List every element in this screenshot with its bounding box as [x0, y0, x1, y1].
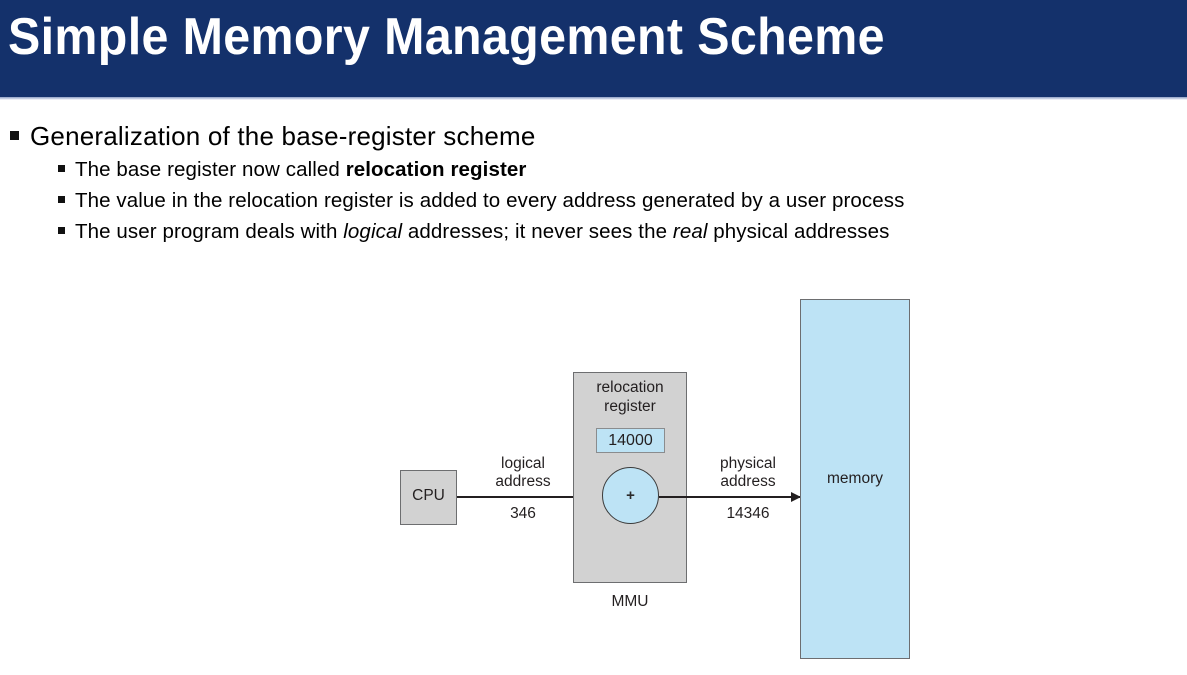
- square-bullet-icon: [58, 227, 65, 234]
- list-item: Generalization of the base-register sche…: [0, 118, 1187, 154]
- square-bullet-icon: [58, 165, 65, 172]
- memory-box: [800, 299, 910, 659]
- mmu-caption: MMU: [611, 593, 649, 610]
- physical-address-line: [659, 496, 804, 498]
- bullet-text: Generalization of the base-register sche…: [30, 121, 536, 151]
- square-bullet-icon: [10, 131, 19, 140]
- cpu-box: [400, 470, 457, 525]
- slide-title: Simple Memory Management Scheme: [8, 8, 885, 66]
- relocation-register-value: 14000: [596, 428, 665, 453]
- logical-address-value: 346: [510, 505, 536, 522]
- logical-address-line: [457, 496, 605, 498]
- title-underline-rule: [0, 97, 1187, 100]
- physical-address-value: 14346: [726, 505, 770, 522]
- list-item: The user program deals with logical addr…: [0, 216, 1187, 247]
- square-bullet-icon: [58, 196, 65, 203]
- list-item: The value in the relocation register is …: [0, 185, 1187, 216]
- bullet-list: Generalization of the base-register sche…: [0, 118, 1187, 247]
- bullet-text: The base register now called relocation …: [75, 158, 527, 181]
- adder-circle: [602, 467, 659, 524]
- bullet-text: The value in the relocation register is …: [75, 189, 905, 212]
- cpu-label: CPU: [412, 487, 445, 504]
- physical-address-arrowhead: [791, 491, 801, 502]
- title-band: [0, 0, 1187, 97]
- plus-icon: +: [626, 487, 635, 504]
- bullet-text: The user program deals with logical addr…: [75, 220, 890, 243]
- memory-label: memory: [827, 470, 883, 487]
- list-item: The base register now called relocation …: [0, 154, 1187, 185]
